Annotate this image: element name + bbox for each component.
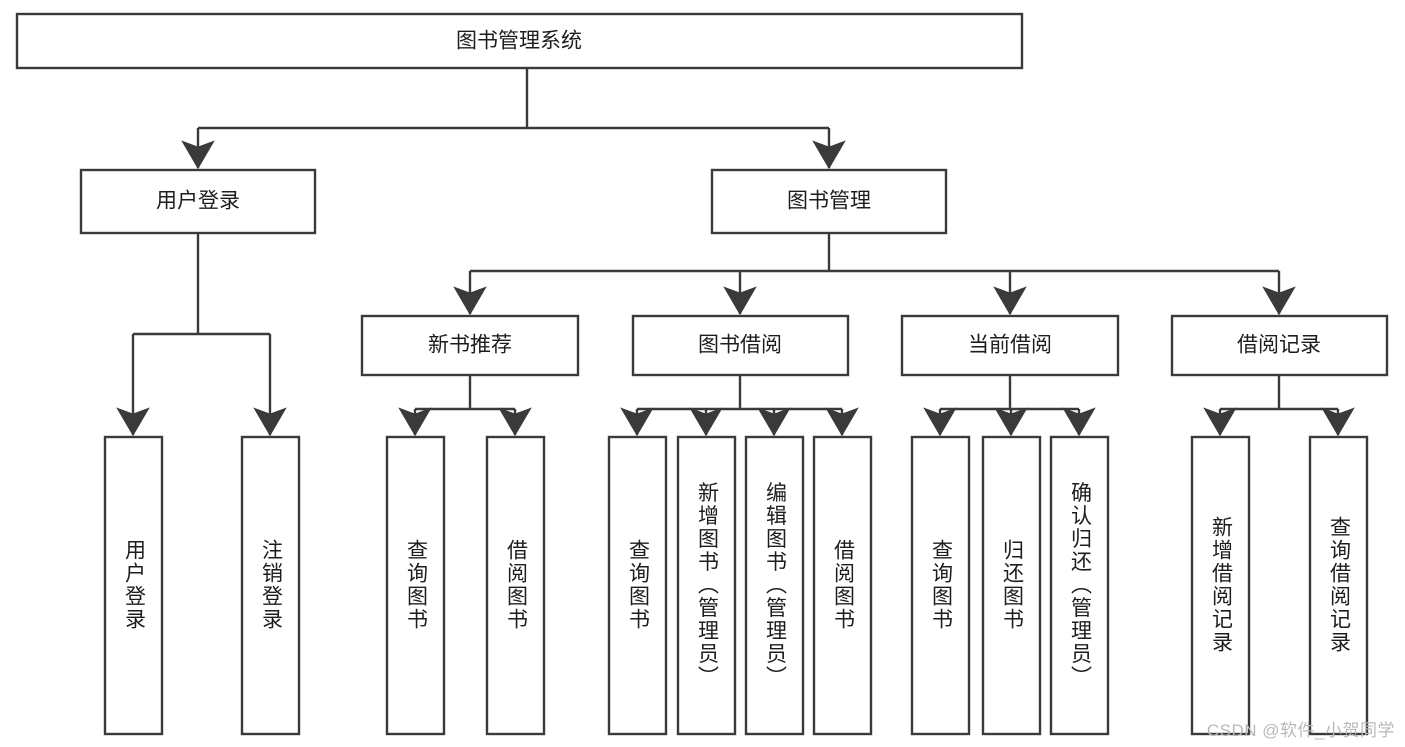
leaf-edit-book-admin[interactable]: 编辑图书（管理员）	[744, 435, 805, 736]
leaf-user-logout-box[interactable]	[240, 435, 301, 736]
node-borrow-record-label: 借阅记录	[1237, 334, 1321, 357]
node-new-book-recommend[interactable]: 新书推荐	[360, 314, 580, 377]
leaf-return-book[interactable]: 归还图书	[981, 435, 1042, 736]
node-borrow-record-box[interactable]	[1170, 314, 1389, 377]
leaf-query-borrow-record-box[interactable]	[1308, 435, 1369, 736]
leaf-query-borrow-record-label: 查询借阅记录	[1328, 516, 1352, 654]
leaf-borrow-book-recommend-box[interactable]	[485, 435, 546, 736]
node-current-borrow[interactable]: 当前借阅	[900, 314, 1120, 377]
leaf-add-borrow-record[interactable]: 新增借阅记录	[1190, 435, 1251, 736]
node-new-book-recommend-label: 新书推荐	[428, 334, 512, 357]
leaf-add-borrow-record-label: 新增借阅记录	[1210, 516, 1234, 654]
leaf-add-book-admin-box[interactable]	[676, 435, 737, 736]
node-new-book-recommend-box[interactable]	[360, 314, 580, 377]
leaf-query-book-recommend-label: 查询图书	[405, 539, 429, 631]
node-book-manage-box[interactable]	[710, 168, 948, 235]
leaf-edit-book-admin-label: 编辑图书（管理员）	[764, 482, 788, 689]
edge-group-root-to-level2	[181, 68, 846, 170]
leaf-user-logout-label: 注销登录	[260, 539, 284, 631]
leaf-borrow-book-recommend[interactable]: 借阅图书	[485, 435, 546, 736]
leaf-confirm-return-admin-box[interactable]	[1049, 435, 1110, 736]
edge-group-user-login-to-leaves	[116, 233, 287, 437]
leaf-confirm-return-admin[interactable]: 确认归还（管理员）	[1049, 435, 1110, 736]
leaf-confirm-return-admin-label: 确认归还（管理员）	[1069, 482, 1093, 689]
leaf-borrow-book-label: 借阅图书	[832, 539, 856, 631]
node-book-manage[interactable]: 图书管理	[710, 168, 948, 235]
node-book-borrow-box[interactable]	[631, 314, 850, 377]
leaf-query-book-borrow-label: 查询图书	[627, 539, 651, 631]
leaf-borrow-book-recommend-label: 借阅图书	[505, 539, 529, 631]
node-current-borrow-box[interactable]	[900, 314, 1120, 377]
leaf-borrow-book[interactable]: 借阅图书	[812, 435, 873, 736]
edge-group-borrow-record-to-leaves	[1203, 375, 1355, 437]
leaf-user-login-label: 用户登录	[123, 539, 147, 631]
leaf-query-book-current-label: 查询图书	[930, 539, 954, 631]
node-book-manage-label: 图书管理	[787, 190, 871, 213]
leaf-query-book-borrow[interactable]: 查询图书	[607, 435, 668, 736]
leaf-query-book-recommend[interactable]: 查询图书	[385, 435, 446, 736]
leaf-user-login[interactable]: 用户登录	[103, 435, 164, 736]
node-root-label: 图书管理系统	[456, 30, 582, 53]
leaf-user-login-box[interactable]	[103, 435, 164, 736]
edge-group-book-manage-to-level3	[453, 233, 1296, 316]
leaf-edit-book-admin-box[interactable]	[744, 435, 805, 736]
leaf-return-book-label: 归还图书	[1001, 539, 1025, 631]
node-user-login-label: 用户登录	[156, 190, 240, 213]
node-book-borrow[interactable]: 图书借阅	[631, 314, 850, 377]
leaf-query-borrow-record[interactable]: 查询借阅记录	[1308, 435, 1369, 736]
node-user-login-box[interactable]	[79, 168, 317, 235]
leaf-return-book-box[interactable]	[981, 435, 1042, 736]
node-root-box[interactable]	[15, 12, 1024, 70]
leaf-borrow-book-box[interactable]	[812, 435, 873, 736]
leaf-user-logout[interactable]: 注销登录	[240, 435, 301, 736]
node-book-borrow-label: 图书借阅	[698, 334, 782, 357]
node-user-login[interactable]: 用户登录	[79, 168, 317, 235]
edge-group-new-book-recommend-to-leaves	[398, 375, 532, 437]
leaf-add-book-admin-label: 新增图书（管理员）	[696, 482, 720, 689]
edge-group-book-borrow-to-leaves	[620, 375, 859, 437]
leaf-query-book-recommend-box[interactable]	[385, 435, 446, 736]
node-root[interactable]: 图书管理系统	[15, 12, 1024, 70]
leaf-query-book-current[interactable]: 查询图书	[910, 435, 971, 736]
leaf-add-borrow-record-box[interactable]	[1190, 435, 1251, 736]
leaf-query-book-current-box[interactable]	[910, 435, 971, 736]
leaf-add-book-admin[interactable]: 新增图书（管理员）	[676, 435, 737, 736]
node-current-borrow-label: 当前借阅	[968, 334, 1052, 357]
node-borrow-record[interactable]: 借阅记录	[1170, 314, 1389, 377]
edge-group-current-borrow-to-leaves	[923, 375, 1096, 437]
leaf-query-book-borrow-box[interactable]	[607, 435, 668, 736]
csdn-watermark: CSDN @软件_小贺同学	[1206, 721, 1395, 740]
